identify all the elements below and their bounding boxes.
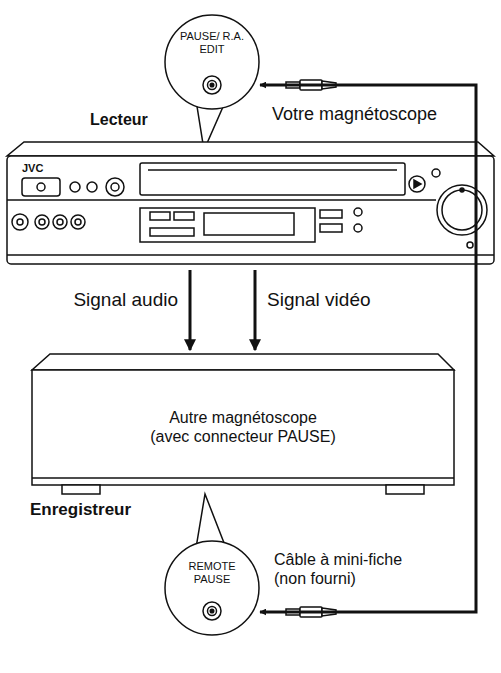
- signal-label: Signal vidéo: [265, 289, 373, 312]
- jack-socket: [203, 76, 221, 94]
- callout-circle-outline: [165, 15, 259, 109]
- mini-plug-cable: [260, 85, 476, 612]
- cable-note: Câble à mini-fiche (non fourni): [272, 550, 436, 588]
- device-role: Enregistreur: [30, 500, 131, 520]
- jack-socket: [208, 607, 217, 616]
- jack-name: REMOTE PAUSE: [178, 560, 246, 586]
- callout-outline: [164, 14, 260, 110]
- jack-socket: [210, 83, 214, 87]
- player-vcr: Lecteur Votre magnétoscopeJVC: [6, 104, 496, 270]
- callout-circle: PAUSE/ R.A. EDIT: [164, 14, 260, 110]
- callout-circle-outline: [165, 541, 259, 635]
- jack-socket: [210, 609, 214, 613]
- jack-socket: [203, 602, 221, 620]
- device-name: Autre magnétoscope (avec connecteur PAUS…: [108, 408, 378, 446]
- recorder-illustration: [32, 354, 454, 494]
- callout-circle: REMOTE PAUSE: [164, 540, 260, 636]
- brand-logo: JVC: [22, 162, 43, 175]
- signal-arrow: [254, 270, 257, 350]
- recorder-vcr: Autre magnétoscope (avec connecteur PAUS…: [28, 350, 458, 528]
- signal-arrow: [189, 270, 192, 350]
- signal-label: Signal audio: [71, 289, 180, 312]
- jack-socket: [208, 81, 217, 90]
- callout-outline: [164, 540, 260, 636]
- callout-tail: [196, 494, 226, 548]
- device-name: Votre magnétoscope: [272, 104, 437, 126]
- vcr-illustration: [7, 142, 494, 264]
- device-role: Lecteur: [90, 110, 148, 129]
- jack-name: PAUSE/ R.A. EDIT: [178, 30, 246, 56]
